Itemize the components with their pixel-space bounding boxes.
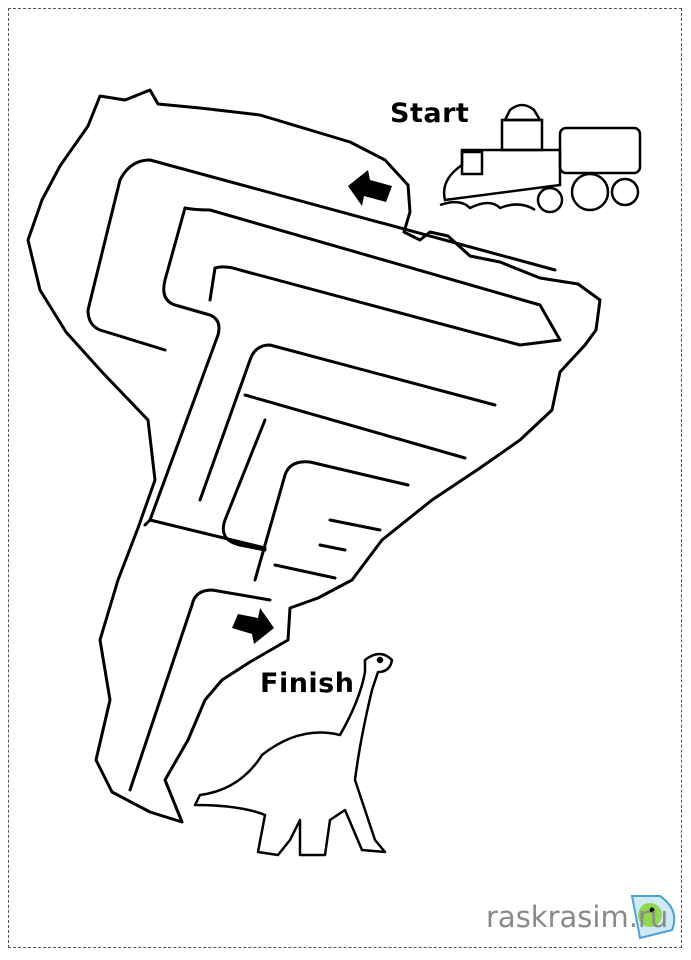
arrow-right-icon (232, 608, 274, 644)
locomotive-drawing (439, 103, 642, 214)
maze-wall (143, 206, 221, 527)
maze-wall (86, 158, 557, 352)
maze-wall (198, 343, 497, 502)
maze-wall (208, 266, 217, 302)
maze-wall (221, 418, 267, 552)
maze-wall (183, 206, 562, 347)
start-label: Start (390, 98, 470, 129)
arrow-left-icon (348, 170, 392, 206)
maze-wall (318, 543, 347, 552)
dino-logo-icon (630, 895, 676, 940)
south-america-outline (26, 88, 602, 824)
maze-wall (253, 460, 410, 582)
maze-wall (128, 588, 272, 792)
maze-wall (243, 393, 467, 460)
maze-wall (148, 518, 267, 550)
dashed-border (8, 8, 682, 948)
dinosaur-drawing (193, 652, 394, 857)
maze-wall (273, 563, 337, 580)
watermark: raskrasim.ru (486, 900, 669, 934)
maze-wall (328, 518, 382, 532)
finish-label: Finish (260, 668, 355, 699)
